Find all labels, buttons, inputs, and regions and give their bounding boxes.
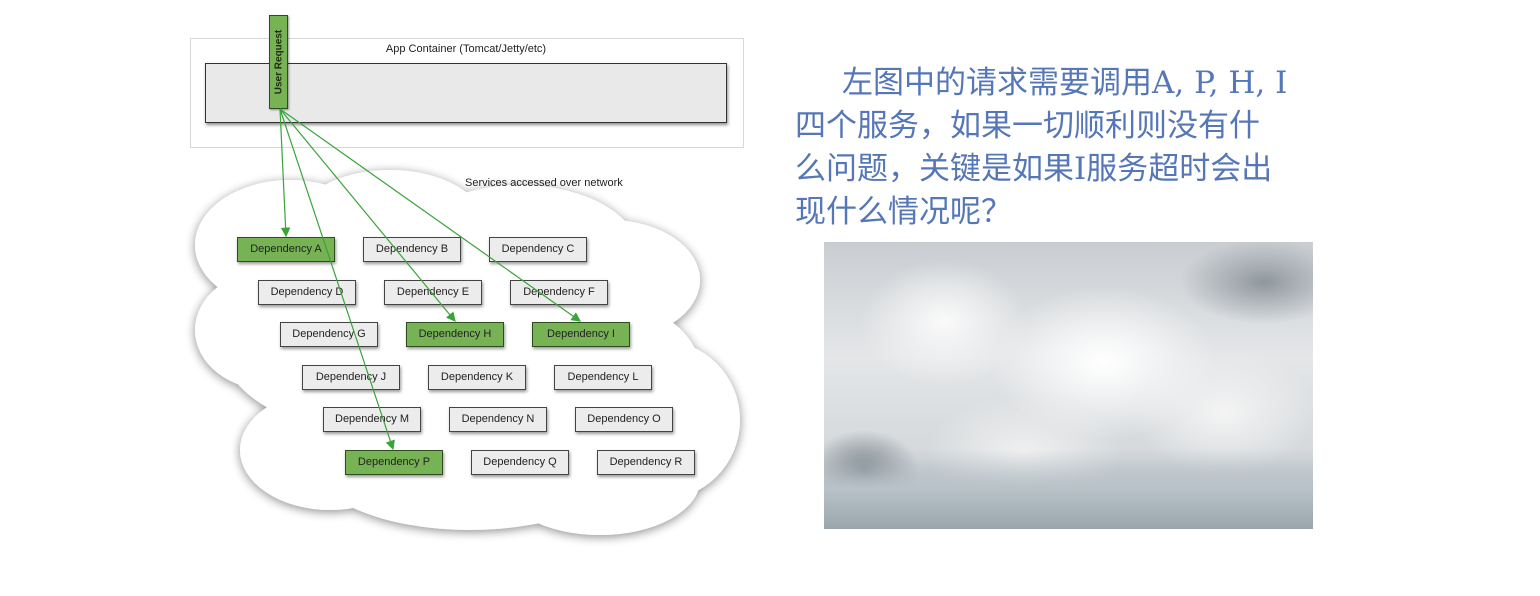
- dependency-box: Dependency A: [237, 237, 335, 262]
- text-line: 左图中的请求需要调用A, P, H, I: [842, 65, 1288, 101]
- dependency-box: Dependency N: [449, 407, 547, 432]
- dependency-box: Dependency H: [406, 322, 504, 347]
- dependency-box: Dependency I: [532, 322, 630, 347]
- dependency-box: Dependency G: [280, 322, 378, 347]
- app-container-title: App Container (Tomcat/Jetty/etc): [385, 43, 547, 55]
- dependency-box: Dependency L: [554, 365, 652, 390]
- dependency-box: Dependency K: [428, 365, 526, 390]
- user-request-box: User Request: [269, 15, 288, 109]
- question-text: 左图中的请求需要调用A, P, H, I 四个服务，如果一切顺利则没有什 么问题…: [795, 62, 1355, 234]
- dependency-box: Dependency J: [302, 365, 400, 390]
- dependency-box: Dependency D: [258, 280, 356, 305]
- avalanche-photo: [824, 242, 1313, 529]
- dependency-box: Dependency B: [363, 237, 461, 262]
- network-cloud: [195, 170, 740, 535]
- user-request-label: User Request: [273, 29, 284, 95]
- text-line: 么问题，关键是如果I服务超时会出: [795, 151, 1273, 187]
- dependency-box: Dependency M: [323, 407, 421, 432]
- dependency-box: Dependency P: [345, 450, 443, 475]
- text-line: 现什么情况呢？: [795, 194, 1012, 230]
- text-line: 四个服务，如果一切顺利则没有什: [795, 108, 1260, 144]
- dependency-box: Dependency C: [489, 237, 587, 262]
- dependency-box: Dependency E: [384, 280, 482, 305]
- services-label: Services accessed over network: [465, 177, 623, 189]
- dependency-box: Dependency F: [510, 280, 608, 305]
- dependency-box: Dependency O: [575, 407, 673, 432]
- dependency-box: Dependency Q: [471, 450, 569, 475]
- dependency-box: Dependency R: [597, 450, 695, 475]
